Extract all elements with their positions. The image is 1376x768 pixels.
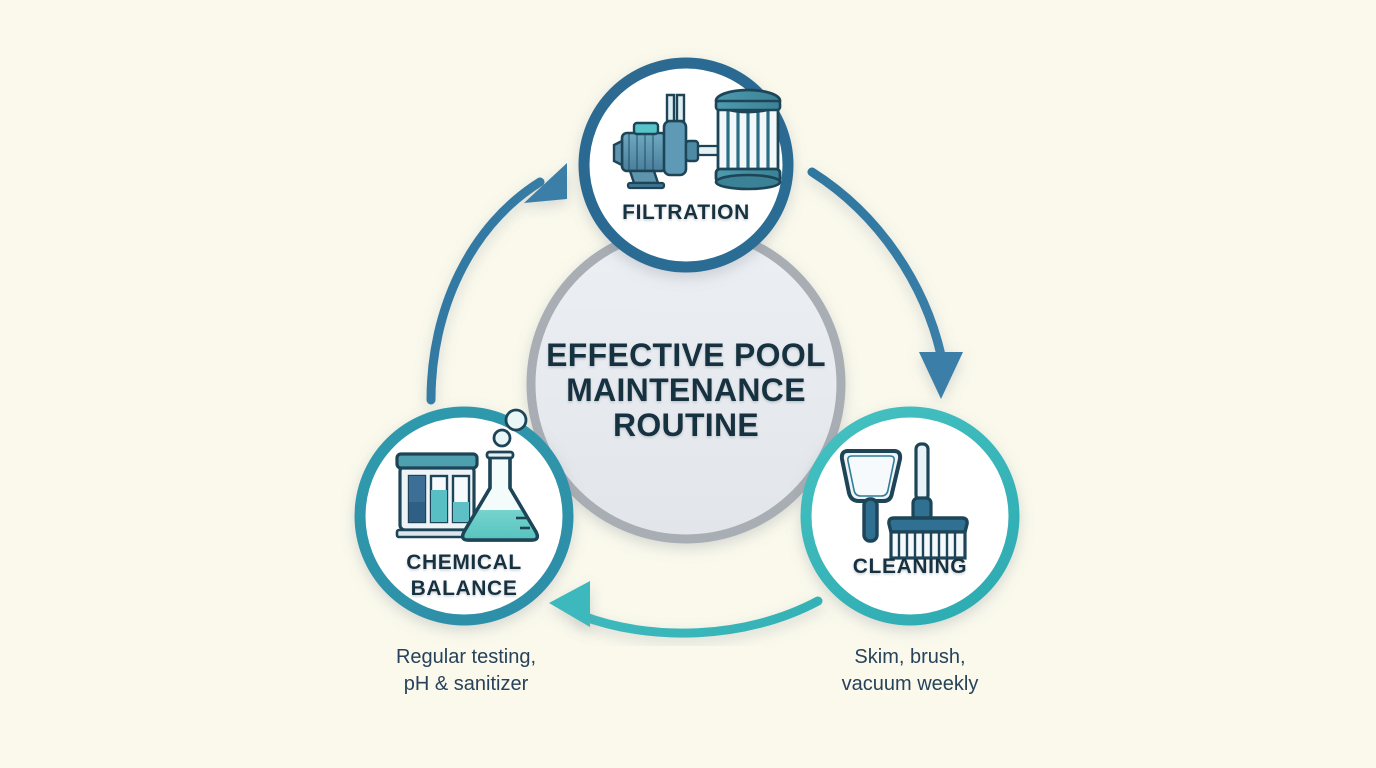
arrow-filtration-to-cleaning [807,167,963,399]
node-label-chemical-balance-line-1: CHEMICAL [406,551,522,574]
center-title-line-3: ROUTINE [613,407,759,443]
caption-chemical-balance-line-2: pH & sanitizer [404,673,529,695]
caption-chemical-balance-line-1: Regular testing, [396,646,536,668]
center-title-line-1: EFFECTIVE POOL [546,337,826,373]
test-strips-and-flask-icon [395,408,540,542]
pump-and-filter-icon [612,88,782,191]
node-label-cleaning: CLEANING [853,555,967,578]
node-cleaning[interactable]: CLEANING [800,406,1020,626]
arrow-cleaning-to-chemical-balance [549,581,823,638]
skimmer-net-and-brush-icon [839,442,969,560]
node-label-filtration: FILTRATION [622,201,750,224]
node-label-chemical-balance-line-2: BALANCE [411,577,518,600]
node-filtration[interactable]: FILTRATION [578,57,794,273]
caption-cleaning-line-2: vacuum weekly [842,673,979,695]
caption-chemical-balance: Regular testing, pH & sanitizer [396,646,536,695]
center-hub: EFFECTIVE POOL MAINTENANCE ROUTINE [526,224,846,544]
caption-cleaning-line-1: Skim, brush, [854,646,965,668]
caption-cleaning: Skim, brush, vacuum weekly [842,646,979,695]
arrow-chemical-balance-to-filtration [426,163,567,405]
node-chemical-balance[interactable]: CHEMICAL BALANCE [354,406,574,626]
center-title-line-2: MAINTENANCE [566,372,806,408]
